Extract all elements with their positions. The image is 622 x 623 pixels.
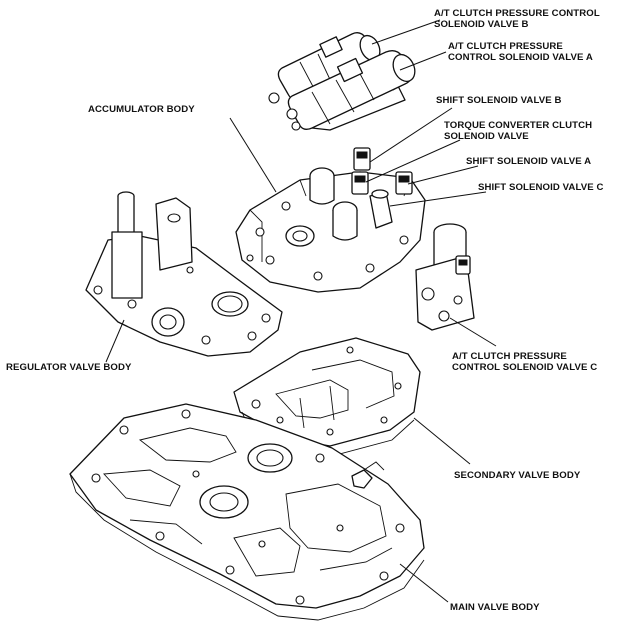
label-shift-solenoid-c: SHIFT SOLENOID VALVE C: [478, 182, 604, 193]
svg-text:CONTROL SOLENOID VALVE A: CONTROL SOLENOID VALVE A: [448, 52, 593, 63]
label-at-clutch-solenoid-c: A/T CLUTCH PRESSURE CONTROL SOLENOID VAL…: [452, 351, 597, 373]
label-at-clutch-solenoid-a: A/T CLUTCH PRESSURE CONTROL SOLENOID VAL…: [448, 41, 593, 63]
label-shift-solenoid-a: SHIFT SOLENOID VALVE A: [466, 156, 591, 167]
label-main-valve-body: MAIN VALVE BODY: [450, 602, 540, 613]
label-shift-solenoid-b: SHIFT SOLENOID VALVE B: [436, 95, 562, 106]
label-secondary-valve-body: SECONDARY VALVE BODY: [454, 470, 581, 481]
at-clutch-solenoid-c-drawing: [415, 223, 475, 331]
svg-text:SOLENOID VALVE B: SOLENOID VALVE B: [434, 19, 529, 30]
leader-lines: [105, 19, 497, 603]
label-accumulator-body: ACCUMULATOR BODY: [88, 104, 195, 115]
svg-text:SOLENOID VALVE: SOLENOID VALVE: [444, 131, 529, 142]
svg-text:A/T CLUTCH PRESSURE: A/T CLUTCH PRESSURE: [452, 351, 567, 362]
label-at-clutch-solenoid-b: A/T CLUTCH PRESSURE CONTROL SOLENOID VAL…: [434, 8, 600, 30]
label-torque-converter-clutch-solenoid: TORQUE CONVERTER CLUTCH SOLENOID VALVE: [444, 120, 592, 142]
accumulator-body-drawing: [235, 147, 426, 293]
label-regulator-valve-body: REGULATOR VALVE BODY: [6, 362, 132, 373]
at-clutch-solenoid-assembly-ab: [268, 32, 416, 131]
svg-text:A/T CLUTCH PRESSURE: A/T CLUTCH PRESSURE: [448, 41, 563, 52]
svg-text:TORQUE CONVERTER CLUTCH: TORQUE CONVERTER CLUTCH: [444, 120, 592, 131]
main-valve-body-drawing: [69, 403, 425, 621]
regulator-valve-body-drawing: [85, 191, 283, 357]
svg-text:A/T CLUTCH PRESSURE CONTROL: A/T CLUTCH PRESSURE CONTROL: [434, 8, 600, 19]
svg-text:CONTROL SOLENOID VALVE C: CONTROL SOLENOID VALVE C: [452, 362, 597, 373]
